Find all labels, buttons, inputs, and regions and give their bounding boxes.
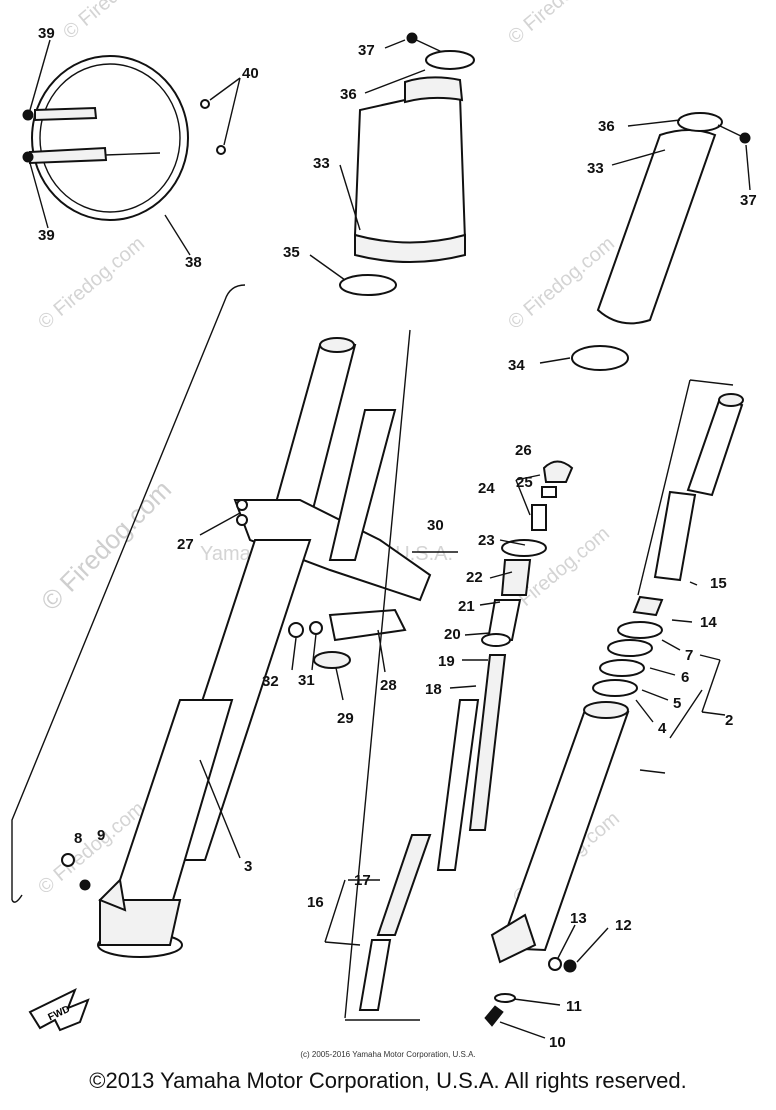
part-fork-leg-right bbox=[345, 379, 744, 1039]
watermark-site: © Firedog.com bbox=[504, 0, 619, 49]
label-16: 16 bbox=[307, 894, 324, 911]
watermark-site-large: © Firedog.com bbox=[35, 474, 177, 616]
label-3: 3 bbox=[244, 858, 252, 875]
label-8: 8 bbox=[74, 830, 82, 847]
label-28: 28 bbox=[380, 677, 397, 694]
label-10: 10 bbox=[549, 1034, 566, 1051]
label-38: 38 bbox=[185, 254, 202, 271]
watermark-site: © Firedog.com bbox=[34, 232, 149, 333]
label-33: 33 bbox=[587, 160, 604, 177]
label-36: 36 bbox=[340, 86, 357, 103]
label-7: 7 bbox=[685, 647, 693, 664]
label-12: 12 bbox=[615, 917, 632, 934]
watermark-site: © Firedog.com bbox=[504, 232, 619, 333]
label-23: 23 bbox=[478, 532, 495, 549]
label-21: 21 bbox=[458, 598, 475, 615]
label-33: 33 bbox=[313, 155, 330, 172]
part-damper-column bbox=[324, 329, 574, 1019]
label-32: 32 bbox=[262, 673, 279, 690]
copyright-notice: ©2013 Yamaha Motor Corporation, U.S.A. A… bbox=[89, 1068, 687, 1093]
label-6: 6 bbox=[681, 669, 689, 686]
part-headlight-rim bbox=[22, 39, 241, 256]
label-34: 34 bbox=[508, 357, 525, 374]
label-39: 39 bbox=[38, 25, 55, 42]
label-39: 39 bbox=[38, 227, 55, 244]
watermark-site: © Firedog.com bbox=[59, 0, 174, 44]
label-29: 29 bbox=[337, 710, 354, 727]
label-35: 35 bbox=[283, 244, 300, 261]
fwd-arrow: FWD bbox=[28, 987, 90, 1032]
part-fork-leg-left bbox=[11, 284, 458, 958]
small-copyright: (c) 2005-2016 Yamaha Motor Corporation, … bbox=[300, 1050, 476, 1059]
label-30: 30 bbox=[427, 517, 444, 534]
label-18: 18 bbox=[425, 681, 442, 698]
label-19: 19 bbox=[438, 653, 455, 670]
label-31: 31 bbox=[298, 672, 315, 689]
label-20: 20 bbox=[444, 626, 461, 643]
label-37: 37 bbox=[358, 42, 375, 59]
label-37: 37 bbox=[740, 192, 757, 209]
label-27: 27 bbox=[177, 536, 194, 553]
label-26: 26 bbox=[515, 442, 532, 459]
part-labels: 39 40 39 38 37 36 33 35 36 33 37 34 26 2… bbox=[38, 25, 757, 1051]
label-15: 15 bbox=[710, 575, 727, 592]
label-17: 17 bbox=[354, 872, 371, 889]
label-14: 14 bbox=[700, 614, 717, 631]
label-2: 2 bbox=[725, 712, 733, 729]
label-9: 9 bbox=[97, 827, 105, 844]
part-bracket bbox=[288, 608, 407, 701]
label-25: 25 bbox=[516, 474, 533, 491]
label-5: 5 bbox=[673, 695, 681, 712]
label-40: 40 bbox=[242, 65, 259, 82]
label-24: 24 bbox=[478, 480, 495, 497]
label-11: 11 bbox=[566, 998, 582, 1015]
label-4: 4 bbox=[658, 720, 667, 737]
label-22: 22 bbox=[466, 569, 483, 586]
label-36: 36 bbox=[598, 118, 615, 135]
label-13: 13 bbox=[570, 910, 587, 927]
part-fork-boot-right bbox=[539, 112, 751, 371]
part-fork-boot-left bbox=[309, 32, 475, 296]
